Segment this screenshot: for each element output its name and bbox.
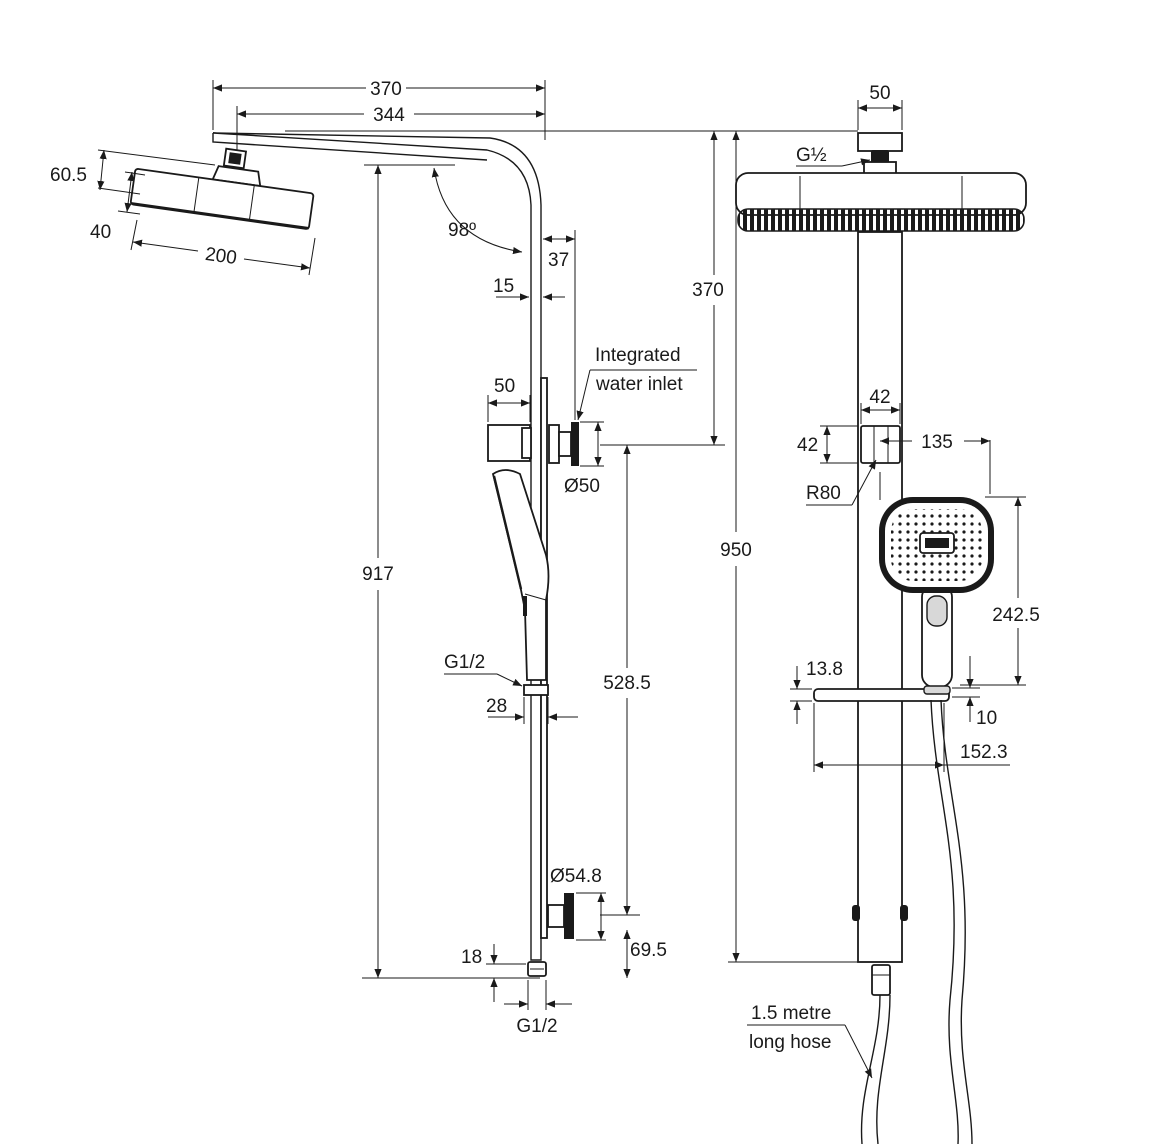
dim-bracket-offset: 37 [548,250,569,271]
label-handpiece-thread: G1/2 [444,652,485,673]
dim-head-tilt: 60.5 [50,165,87,186]
swivel-nut [228,152,242,165]
dim-inlet-to-bottom: 528.5 [603,673,651,694]
rail-knob-right [900,905,908,921]
inlet-flange [571,422,579,466]
dim-head-diameter: 200 [204,244,238,269]
front-view: 50 G½ 370 950 42 42 R80 135 [285,83,1040,1144]
hose-note-line1: 1.5 metre [751,1003,831,1024]
side-view: 370 344 60.5 40 200 98º 37 15 Inte [50,79,725,1037]
inlet-note-line2: water inlet [595,374,683,395]
handpiece-button[interactable] [926,595,948,627]
dim-bottom-height: 69.5 [630,940,667,961]
inlet-note-line1: Integrated [595,345,681,366]
handpiece-face [492,475,523,590]
handpiece-shelf [813,688,950,702]
dim-rail-offset: 15 [493,276,514,297]
dim-shelf-depth: 152.3 [960,742,1008,763]
dim-arm-total: 370 [370,79,402,100]
dim-bottom-thread: G1/2 [516,1016,557,1037]
dim-bottom-stub: 18 [461,947,482,968]
dim-arm-angle: 98º [448,220,476,241]
bottom-bracket [547,904,565,928]
label-head-thread: G½ [796,145,827,166]
dim-holder-width-front: 42 [869,387,890,408]
dim-shelf-gap: 10 [976,708,997,729]
dim-head-drop: 370 [692,280,724,301]
dim-arm-width: 50 [869,83,890,104]
hose-note-line2: long hose [749,1032,831,1053]
handpiece-front [879,497,994,688]
dim-connector-width: 28 [486,696,507,717]
head-thread-nut [871,150,889,164]
rail-knob-left [852,905,860,921]
front-bottom-nut [871,964,891,996]
label-holder-radius: R80 [806,483,841,504]
dim-holder-height: 42 [797,435,818,456]
dim-handpiece-width: 135 [921,432,953,453]
dim-handpiece-height: 242.5 [992,605,1040,626]
hose-connector [523,684,549,696]
dim-holder-width: 50 [494,376,515,397]
shower-head-nozzle-rim [737,208,1025,232]
shower-arm [212,132,542,961]
shelf-clip [923,685,951,695]
rail-bar [857,231,903,963]
dim-total-height-front: 950 [720,540,752,561]
dim-head-thickness: 40 [90,222,111,243]
arm-top-block [857,132,903,152]
bottom-bracket-flange [564,893,574,939]
dim-inlet-diameter: Ø50 [564,476,600,497]
handpiece-side [491,469,550,681]
dim-total-height-side: 917 [362,564,394,585]
handpiece-holder-front [860,425,901,464]
dim-bottom-bracket-dia: Ø54.8 [550,866,602,887]
shower-arm-underside [212,133,488,161]
dim-shelf-thickness: 13.8 [806,659,843,680]
integrated-inlet-bracket [548,424,560,464]
dim-arm-inner: 344 [373,105,405,126]
round-shower-head [129,165,315,230]
